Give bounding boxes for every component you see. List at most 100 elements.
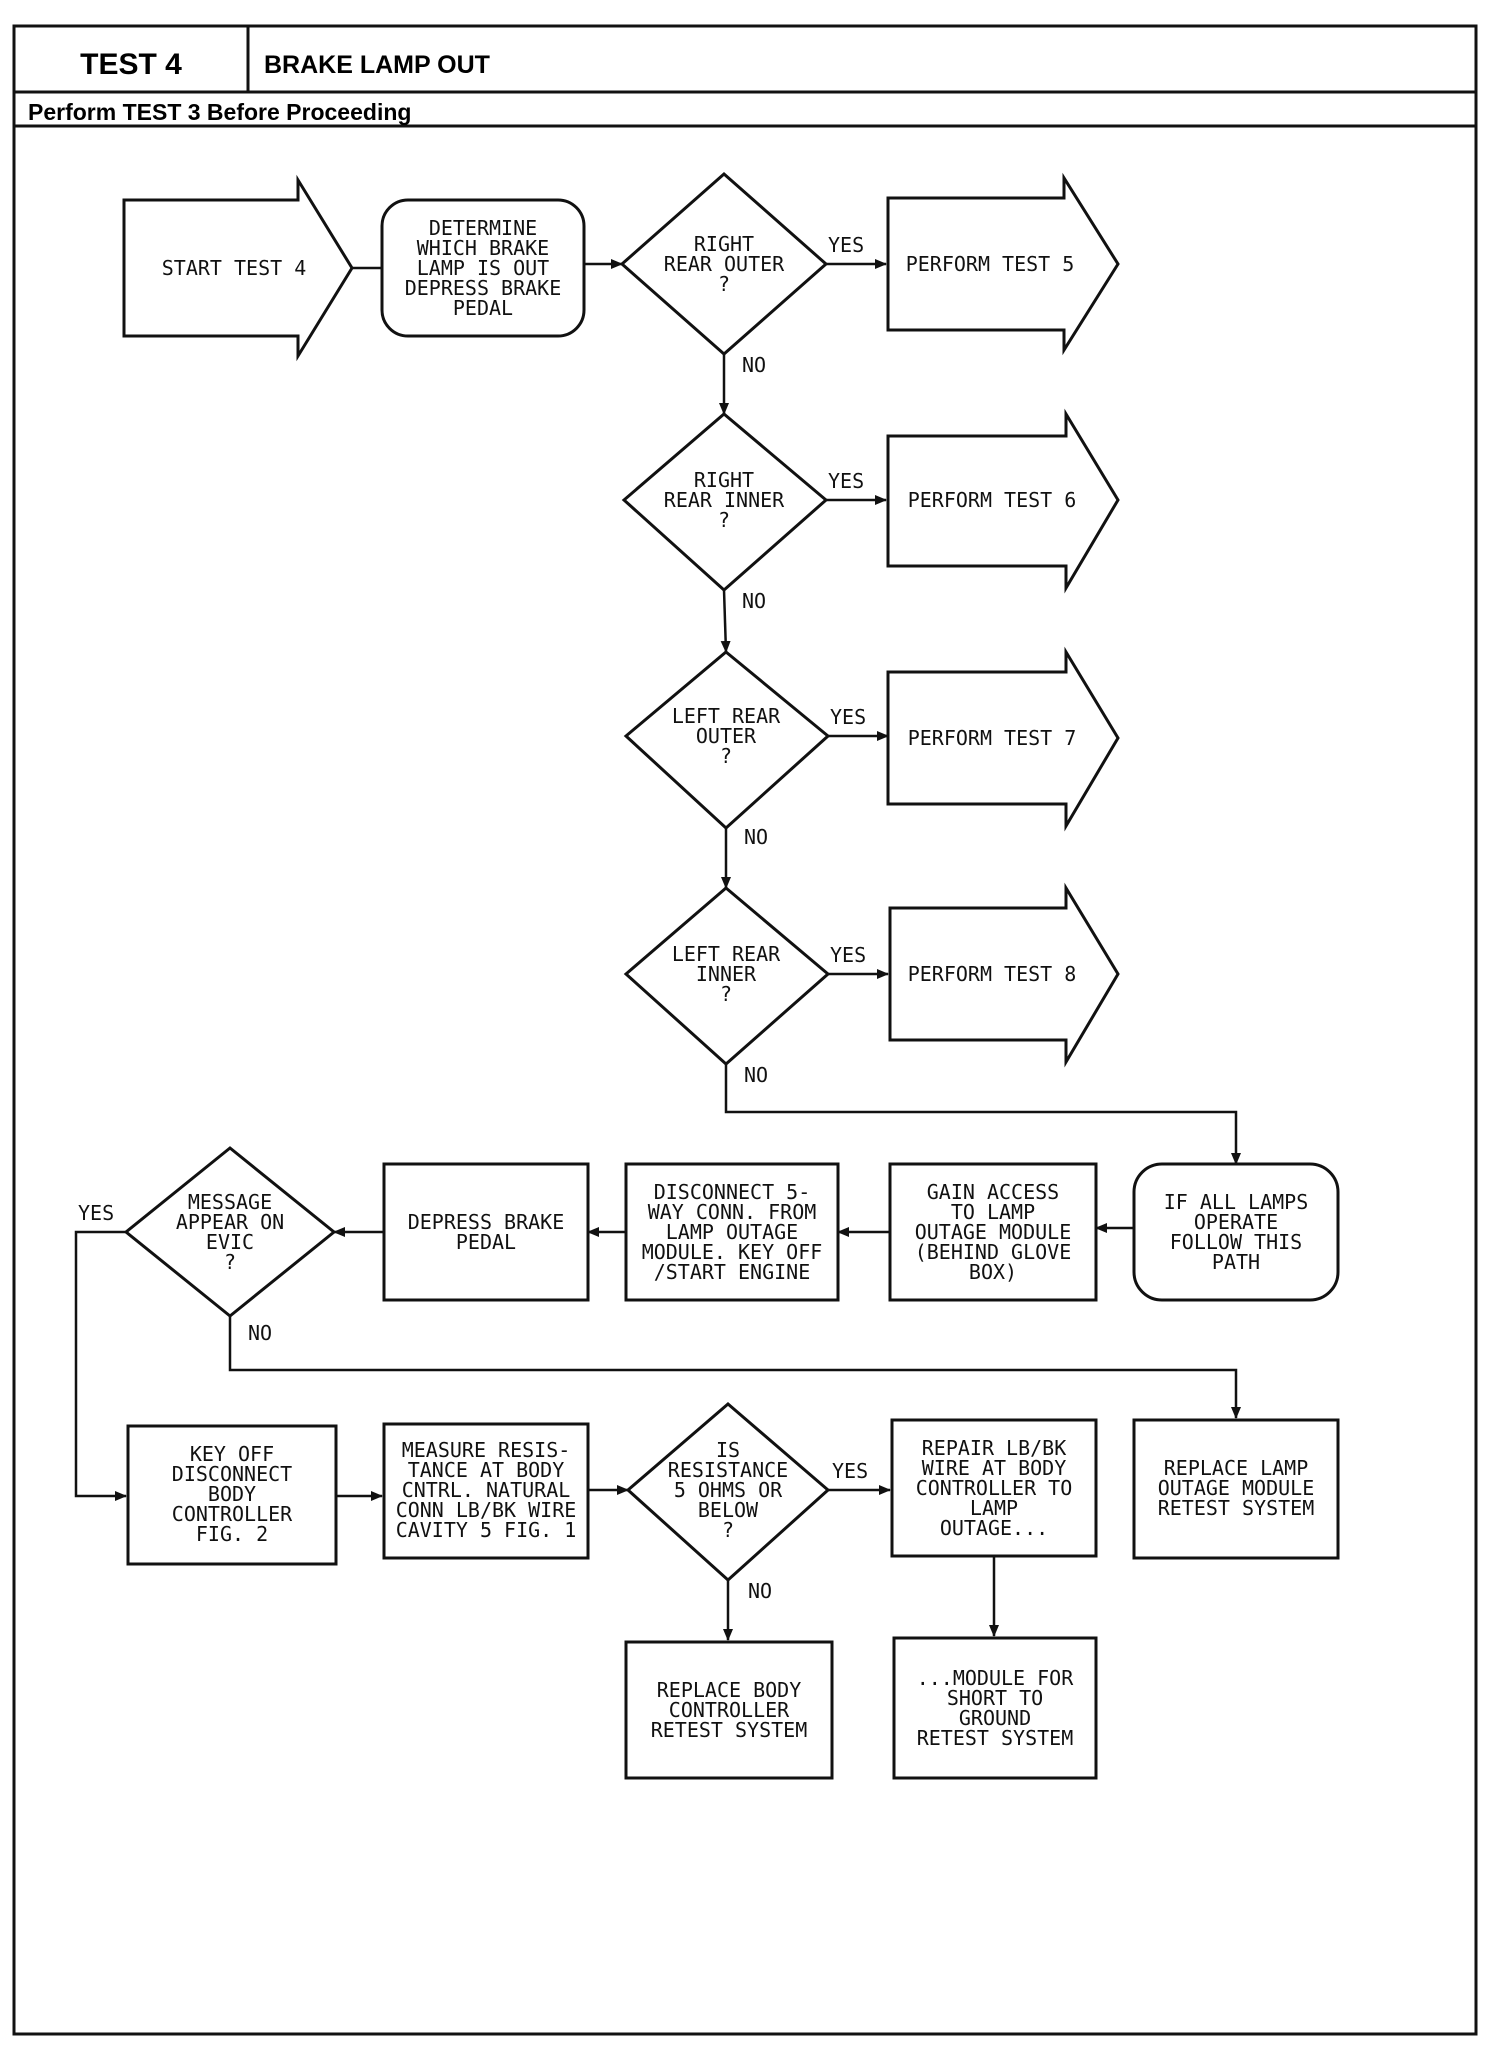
node-key-off-text-line: KEY OFF (190, 1442, 274, 1466)
disconnect-box (624, 1162, 840, 1302)
node-measure-text-line: MEASURE RESIS- (402, 1438, 571, 1462)
replace-body-box (624, 1640, 834, 1780)
test-label: TEST 4 (80, 48, 182, 81)
node-measure-text-line: CNTRL. NATURAL (402, 1478, 571, 1502)
node-q-lri-text-line: LEFT REAR (672, 942, 781, 966)
page-title: BRAKE LAMP OUT (264, 51, 490, 79)
node-repair-text-line: WIRE AT BODY (922, 1456, 1067, 1480)
node-test7-text-line: PERFORM TEST 7 (908, 726, 1077, 750)
gain-access-box (888, 1162, 1098, 1302)
node-q-evic-text-line: MESSAGE (188, 1190, 272, 1214)
q-rro-decision-diamond (619, 171, 829, 357)
edge-labels: YES NO YES NO YES NO YES NO YES NO YES N… (78, 233, 868, 1603)
node-test5-text-line: PERFORM TEST 5 (906, 252, 1075, 276)
node-q-rri-text-line: REAR INNER (664, 488, 785, 512)
node-key-off-text-line: CONTROLLER (172, 1502, 293, 1526)
node-start-text: START TEST 4 (162, 256, 307, 280)
node-gain-access-text-line: TO LAMP (951, 1200, 1035, 1224)
node-start: START TEST 4 (122, 174, 354, 362)
measure-box (382, 1422, 590, 1560)
test6-arrow-shape (886, 408, 1120, 594)
node-disconnect-text-line: MODULE. KEY OFF (642, 1240, 823, 1264)
node-test8-text-line: PERFORM TEST 8 (908, 962, 1077, 986)
node-repair-text-line: LAMP (970, 1496, 1018, 1520)
node-q-rro-text-line: RIGHT (694, 232, 754, 256)
q-rri-decision-diamond (621, 412, 829, 593)
node-determine-text-line: DEPRESS BRAKE (405, 276, 562, 300)
node-test8-text: PERFORM TEST 8 (908, 962, 1077, 986)
label-no-lro: NO (744, 825, 768, 849)
node-q-lri-text-line: ? (720, 982, 732, 1006)
node-disconnect-text-line: LAMP OUTAGE (666, 1220, 798, 1244)
node-q-lro-text-line: OUTER (696, 724, 757, 748)
node-module-short-text-line: GROUND (959, 1706, 1031, 1730)
node-q-evic-text-line: APPEAR ON (176, 1210, 284, 1234)
node-replace-body-text-line: RETEST SYSTEM (651, 1718, 808, 1742)
node-replace-body-text-line: REPLACE BODY (657, 1678, 802, 1702)
label-yes-rro: YES (828, 233, 864, 257)
node-disconnect-text-line: /START ENGINE (654, 1260, 811, 1284)
node-test8: PERFORM TEST 8 (888, 882, 1120, 1068)
node-determine-text-line: LAMP IS OUT (417, 256, 549, 280)
node-test6-text-line: PERFORM TEST 6 (908, 488, 1077, 512)
test8-arrow-shape (888, 882, 1120, 1068)
q-lro-decision-diamond (623, 650, 831, 831)
node-all-lamps-text-line: IF ALL LAMPS (1164, 1190, 1309, 1214)
node-determine-text-line: PEDAL (453, 296, 513, 320)
node-all-lamps-text-line: PATH (1212, 1250, 1260, 1274)
node-repair-text-line: REPAIR LB/BK (922, 1436, 1067, 1460)
test7-arrow-shape (886, 646, 1120, 832)
node-gain-access-text-line: OUTAGE MODULE (915, 1220, 1072, 1244)
module-short-box (892, 1636, 1098, 1780)
label-no-resist: NO (748, 1579, 772, 1603)
node-gain-access-text-line: GAIN ACCESS (927, 1180, 1059, 1204)
depress-box (382, 1162, 590, 1302)
node-test7: PERFORM TEST 7 (886, 646, 1120, 832)
node-q-rro-text-line: ? (718, 272, 730, 296)
node-replace-module-text-line: REPLACE LAMP (1164, 1456, 1309, 1480)
node-q-rro-text-line: REAR OUTER (664, 252, 785, 276)
node-q-resist-text-line: IS (716, 1438, 740, 1462)
node-module-short-text-line: ...MODULE FOR (917, 1666, 1074, 1690)
test5-arrow-shape (886, 172, 1120, 356)
node-q-resist-text-line: BELOW (698, 1498, 759, 1522)
connectors (74, 259, 1241, 1641)
determine-process-box (380, 198, 586, 338)
node-q-lri-text-line: INNER (696, 962, 757, 986)
node-measure-text-line: TANCE AT BODY (408, 1458, 565, 1482)
node-q-rri-text-line: ? (718, 508, 730, 532)
node-measure-text-line: CONN LB/BK WIRE (396, 1498, 577, 1522)
edge-q-rri-q-lro (720, 589, 731, 653)
node-gain-access-text-line: BOX) (969, 1260, 1017, 1284)
start-arrow-shape (122, 174, 354, 362)
node-gain-access-text-line: (BEHIND GLOVE (915, 1240, 1072, 1264)
node-q-lro-text-line: ? (720, 744, 732, 768)
replace-module-box (1132, 1418, 1340, 1560)
